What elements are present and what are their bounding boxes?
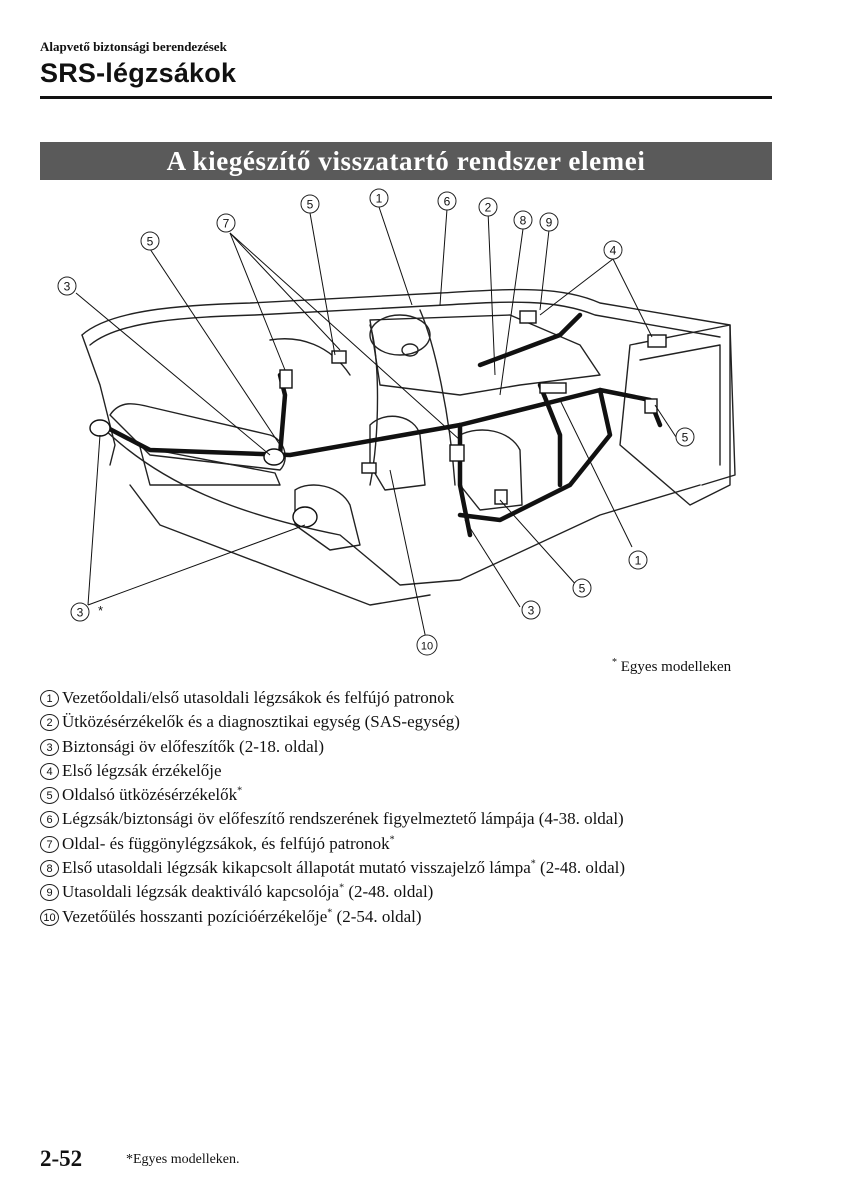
svg-text:4: 4 (610, 244, 617, 258)
callout-1-right: 1 (628, 550, 648, 570)
legend-number: 4 (40, 762, 59, 780)
svg-text:6: 6 (444, 195, 451, 209)
legend-number: 10 (40, 908, 59, 926)
callout-3-left: 3 (57, 276, 77, 296)
svg-text:5: 5 (579, 582, 586, 596)
svg-text:5: 5 (682, 431, 689, 445)
svg-text:3: 3 (64, 280, 71, 294)
svg-text:8: 8 (520, 214, 527, 228)
callout-5-right: 5 (675, 427, 695, 447)
section-banner: A kiegészítő visszatartó rendszer elemei (40, 142, 772, 180)
legend-number: 9 (40, 884, 59, 902)
srs-components-diagram: 1 5 6 2 8 9 7 5 4 3 5 1 5 3 3 10 * (57, 188, 736, 656)
svg-text:9: 9 (546, 216, 553, 230)
svg-text:7: 7 (223, 217, 230, 231)
title-rule (40, 96, 772, 99)
callout-3-left-bottom: 3 (70, 602, 90, 622)
callout-5-top: 5 (300, 194, 320, 214)
callout-1-top: 1 (369, 188, 389, 208)
legend-number: 7 (40, 835, 59, 853)
legend-number: 8 (40, 860, 59, 878)
svg-text:10: 10 (421, 641, 433, 653)
callout-10: 10 (416, 634, 438, 656)
legend-number: 6 (40, 811, 59, 829)
svg-text:2: 2 (485, 201, 492, 215)
callout-2: 2 (478, 197, 498, 217)
callout-7: 7 (216, 213, 236, 233)
callout-6: 6 (437, 191, 457, 211)
callout-9: 9 (539, 212, 559, 232)
diagram-footnote: * Egyes modelleken (612, 657, 732, 676)
svg-text:3: 3 (528, 604, 535, 618)
svg-text:5: 5 (307, 198, 314, 212)
legend-number: 3 (40, 738, 59, 756)
car-outline (81, 288, 736, 606)
component-modules (89, 310, 667, 528)
callout-8: 8 (513, 210, 533, 230)
legend-number: 2 (40, 714, 59, 732)
callout-5-bottom: 5 (572, 578, 592, 598)
callout-5-left: 5 (140, 231, 160, 251)
svg-text:1: 1 (635, 554, 642, 568)
footer-note: *Egyes modelleken. (126, 1152, 240, 1167)
callout-3-bottom: 3 (521, 600, 541, 620)
breadcrumb: Alapvető biztonsági berendezések (40, 39, 227, 54)
page-title: SRS-légzsákok (40, 58, 237, 88)
wiring-harness (99, 312, 663, 538)
svg-text:1: 1 (376, 192, 383, 206)
page-number: 2-52 (40, 1146, 83, 1171)
svg-text:5: 5 (147, 235, 154, 249)
leader-lines (75, 206, 677, 640)
callout-asterisk: * (98, 603, 103, 618)
svg-text:3: 3 (77, 606, 84, 620)
callout-4: 4 (603, 240, 623, 260)
callout-labels: 1 5 6 2 8 9 7 5 4 3 5 1 5 3 3 10 (57, 188, 695, 656)
legend-number: 5 (40, 787, 59, 805)
legend-number: 1 (40, 690, 59, 707)
